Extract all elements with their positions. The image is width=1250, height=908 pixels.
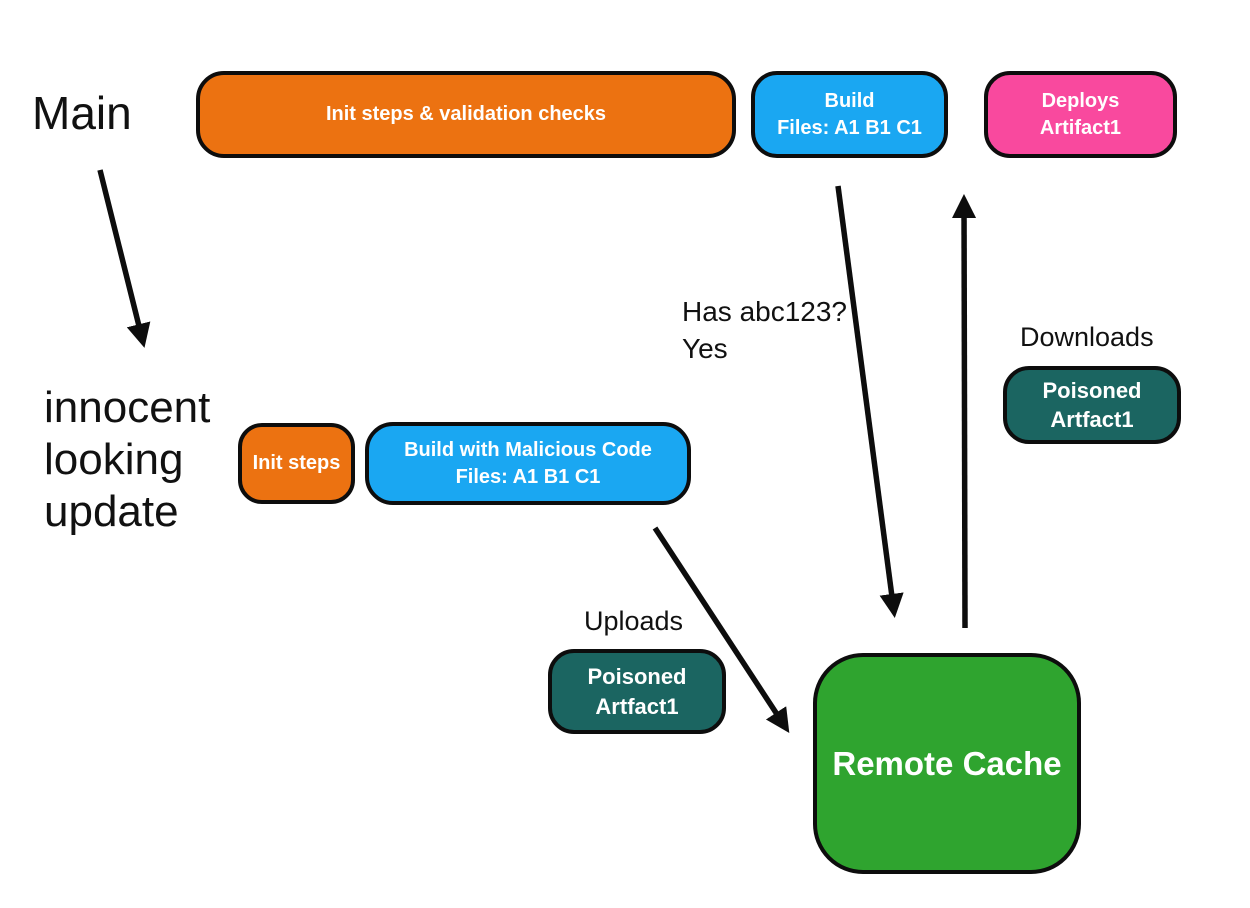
build-label-line1: Build (824, 90, 875, 113)
build-malicious-node: Build with Malicious Code Files: A1 B1 C… (365, 422, 691, 505)
arrow-build-to-remote-cache (835, 185, 904, 618)
arrow-remote-cache-to-deploys (951, 193, 977, 629)
poisoned-download-line1: Poisoned (1042, 377, 1142, 403)
init-steps-label: Init steps (252, 452, 341, 475)
build-malicious-label-line2: Files: A1 B1 C1 (455, 465, 601, 488)
arrow-main-to-innocent-update (97, 169, 151, 348)
poisoned-upload-line2: Artfact1 (595, 693, 679, 719)
init-validation-label: Init steps & validation checks (325, 103, 607, 126)
has-hash-annotation: Has abc123? Yes (682, 296, 848, 364)
init-validation-node: Init steps & validation checks (196, 71, 736, 158)
main-branch-label: Main (32, 87, 132, 139)
remote-cache-label: Remote Cache (832, 744, 1062, 782)
remote-cache-node: Remote Cache (813, 653, 1081, 874)
init-steps-node: Init steps (238, 423, 355, 504)
poisoned-upload-line1: Poisoned (587, 664, 687, 690)
deploys-label-line2: Artifact1 (1039, 116, 1122, 139)
downloads-annotation: Downloads (1020, 322, 1154, 352)
deploys-label-line1: Deploys (1041, 90, 1120, 113)
poisoned-artifact-upload-node: Poisoned Artfact1 (548, 649, 726, 734)
innocent-update-label: innocent looking update (44, 383, 211, 536)
build-malicious-label-line1: Build with Malicious Code (404, 439, 652, 462)
build-node: Build Files: A1 B1 C1 (751, 71, 948, 158)
poisoned-artifact-download-node: Poisoned Artfact1 (1003, 366, 1181, 444)
deploys-artifact-node: Deploys Artifact1 (984, 71, 1177, 158)
poisoned-download-line2: Artfact1 (1050, 407, 1134, 432)
build-label-line2: Files: A1 B1 C1 (777, 116, 922, 139)
uploads-annotation: Uploads (584, 606, 684, 636)
